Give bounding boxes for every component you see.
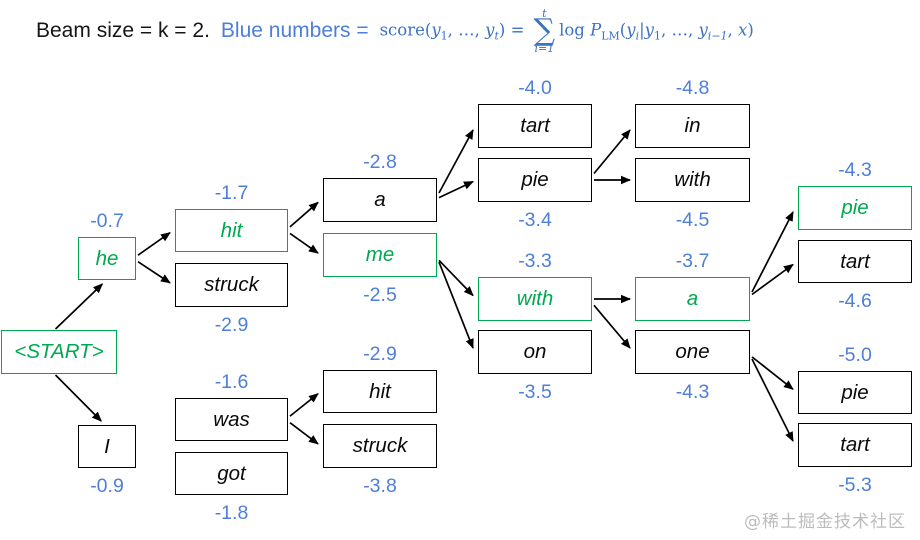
node-on: on bbox=[478, 330, 592, 374]
node-tart3: tart bbox=[798, 423, 912, 467]
score-struck2: -3.8 bbox=[363, 475, 397, 497]
node-struck2: struck bbox=[323, 424, 437, 468]
score-tart2: -4.6 bbox=[838, 290, 872, 312]
edge-pie1-in bbox=[593, 129, 631, 175]
edge-he-hit1 bbox=[137, 232, 171, 256]
node-tart1: tart bbox=[478, 104, 592, 148]
score-pie2: -4.3 bbox=[838, 159, 872, 181]
node-a1: a bbox=[323, 178, 437, 222]
node-he: he bbox=[78, 237, 136, 280]
node-pie3: pie bbox=[798, 371, 912, 414]
node-was: was bbox=[175, 398, 288, 441]
node-hit1: hit bbox=[175, 209, 288, 252]
beam-size-text: Beam size = k = 2. bbox=[36, 19, 210, 42]
node-pie1: pie bbox=[478, 158, 592, 202]
node-with2: with bbox=[635, 158, 750, 202]
node-struck1: struck bbox=[175, 263, 288, 307]
edge-was-hit2 bbox=[289, 393, 319, 417]
watermark-text: @稀土掘金技术社区 bbox=[744, 512, 906, 532]
sum-symbol: t∑i=1 bbox=[533, 7, 556, 55]
score-on: -3.5 bbox=[518, 381, 552, 403]
edge-one-tart3 bbox=[751, 358, 794, 442]
score-with1: -3.3 bbox=[518, 250, 552, 272]
edge-hit1-me bbox=[289, 232, 319, 254]
node-me: me bbox=[323, 233, 437, 277]
edge-was-struck2 bbox=[289, 422, 319, 445]
score-one: -4.3 bbox=[675, 381, 710, 403]
score-a1: -2.8 bbox=[363, 151, 397, 173]
edge-one-pie3 bbox=[751, 356, 794, 390]
score-i: -0.9 bbox=[90, 475, 124, 497]
node-a2: a bbox=[635, 277, 750, 321]
score-pie3: -5.0 bbox=[838, 344, 872, 366]
edge-me-with1 bbox=[438, 259, 474, 297]
score-pie1: -3.4 bbox=[518, 209, 552, 231]
score-with2: -4.5 bbox=[675, 209, 710, 231]
score-struck1: -2.9 bbox=[214, 314, 249, 336]
score-tart1: -4.0 bbox=[518, 77, 552, 99]
score-got: -1.8 bbox=[214, 502, 249, 524]
edge-he-struck1 bbox=[137, 260, 171, 284]
edge-me-on bbox=[438, 261, 474, 349]
edge-a1-tart1 bbox=[438, 129, 474, 194]
score-he: -0.7 bbox=[90, 210, 124, 232]
edge-start-he bbox=[54, 283, 104, 330]
score-in: -4.8 bbox=[675, 77, 710, 99]
score-a2: -3.7 bbox=[675, 250, 710, 272]
edge-hit1-a1 bbox=[289, 201, 319, 228]
node-got: got bbox=[175, 452, 288, 495]
node-in: in bbox=[635, 104, 750, 148]
slide-header: Beam size = k = 2. Blue numbers = score(… bbox=[36, 0, 754, 62]
score-hit1: -1.7 bbox=[214, 182, 249, 204]
blue-numbers-label: Blue numbers = bbox=[220, 19, 369, 42]
edge-a1-pie1 bbox=[438, 180, 474, 199]
node-hit2: hit bbox=[323, 370, 437, 413]
score-tart3: -5.3 bbox=[838, 474, 872, 496]
edge-a2-pie2 bbox=[751, 211, 794, 293]
score-me: -2.5 bbox=[363, 284, 397, 306]
score-was: -1.6 bbox=[214, 371, 249, 393]
node-tart2: tart bbox=[798, 240, 912, 283]
edge-start-i bbox=[54, 374, 102, 422]
node-start: <START> bbox=[1, 330, 117, 374]
node-one: one bbox=[635, 330, 750, 374]
edge-with1-one bbox=[593, 304, 631, 349]
node-with1: with bbox=[478, 277, 592, 321]
node-pie2: pie bbox=[798, 186, 912, 230]
score-hit2: -2.9 bbox=[363, 343, 397, 365]
edge-a2-tart2 bbox=[751, 263, 794, 296]
node-i: I bbox=[78, 425, 136, 468]
